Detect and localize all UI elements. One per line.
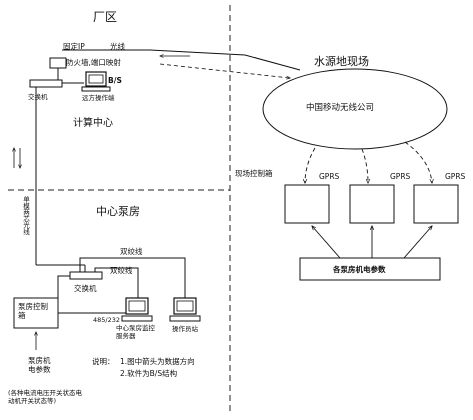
gprs-label-3: GPRS	[445, 172, 466, 181]
site-control-box-label: 现场控制箱	[235, 169, 273, 178]
field-box-2	[349, 184, 395, 224]
rs485-label: 485/232	[93, 316, 121, 324]
remote-terminal-label: 远方操作端	[82, 94, 115, 102]
note-line-2: 2.软件为B/S结构	[120, 369, 178, 378]
switch-bottom-label: 交换机	[74, 284, 97, 293]
china-mobile-cloud	[262, 68, 448, 150]
switch-bottom-device	[69, 271, 103, 280]
switch-top-device	[29, 79, 63, 88]
firewall-label: 防火墙,端口映射	[66, 58, 121, 67]
china-mobile-label: 中国移动无线公司	[306, 103, 375, 113]
twisted-pair-mid-label: 双绞线	[110, 266, 133, 275]
switch-top-label: 交换机	[28, 93, 48, 101]
pump-control-box-label: 泵房控制箱	[18, 302, 48, 320]
bs-label: B/S	[108, 76, 122, 85]
field-box-3	[413, 184, 459, 224]
single-mode-fiber-label: 单模两芯光线	[21, 196, 30, 235]
fiber-label: 光线	[110, 42, 125, 51]
computing-center-label: 计算中心	[73, 118, 113, 129]
gprs-label-2: GPRS	[390, 172, 411, 181]
operator-label: 操作员站	[172, 325, 198, 333]
operator-computer	[169, 297, 201, 322]
note-line-1: 1.图中箭头为数据方向	[120, 357, 195, 366]
firewall-device	[49, 57, 67, 69]
dashed-arrow-cloud	[159, 63, 290, 78]
bottom-note: (各种电流电压开关状态电动机开关状态等)	[8, 389, 83, 405]
factory-area-label: 厂区	[93, 10, 118, 24]
monitor-server-computer	[121, 297, 153, 322]
fixed-ip-label: 固定IP	[63, 42, 85, 51]
field-box-1	[284, 184, 330, 224]
gprs-label-1: GPRS	[319, 172, 340, 181]
pump-monitor-server-label: 中心泵房监控服务器	[116, 324, 155, 340]
pump-params-box	[299, 257, 441, 281]
remote-terminal-computer	[81, 71, 111, 92]
pump-params-box-label: 各泵房机电参数	[333, 265, 386, 274]
twisted-pair-top-label: 双绞线	[120, 247, 143, 256]
note-title: 说明：	[92, 357, 115, 366]
water-source-site-label: 水源地现场	[314, 55, 369, 68]
pump-elec-params-label: 泵房机电参数	[28, 356, 51, 374]
central-pump-room-label: 中心泵房	[96, 205, 140, 218]
fiber-link	[62, 49, 301, 71]
